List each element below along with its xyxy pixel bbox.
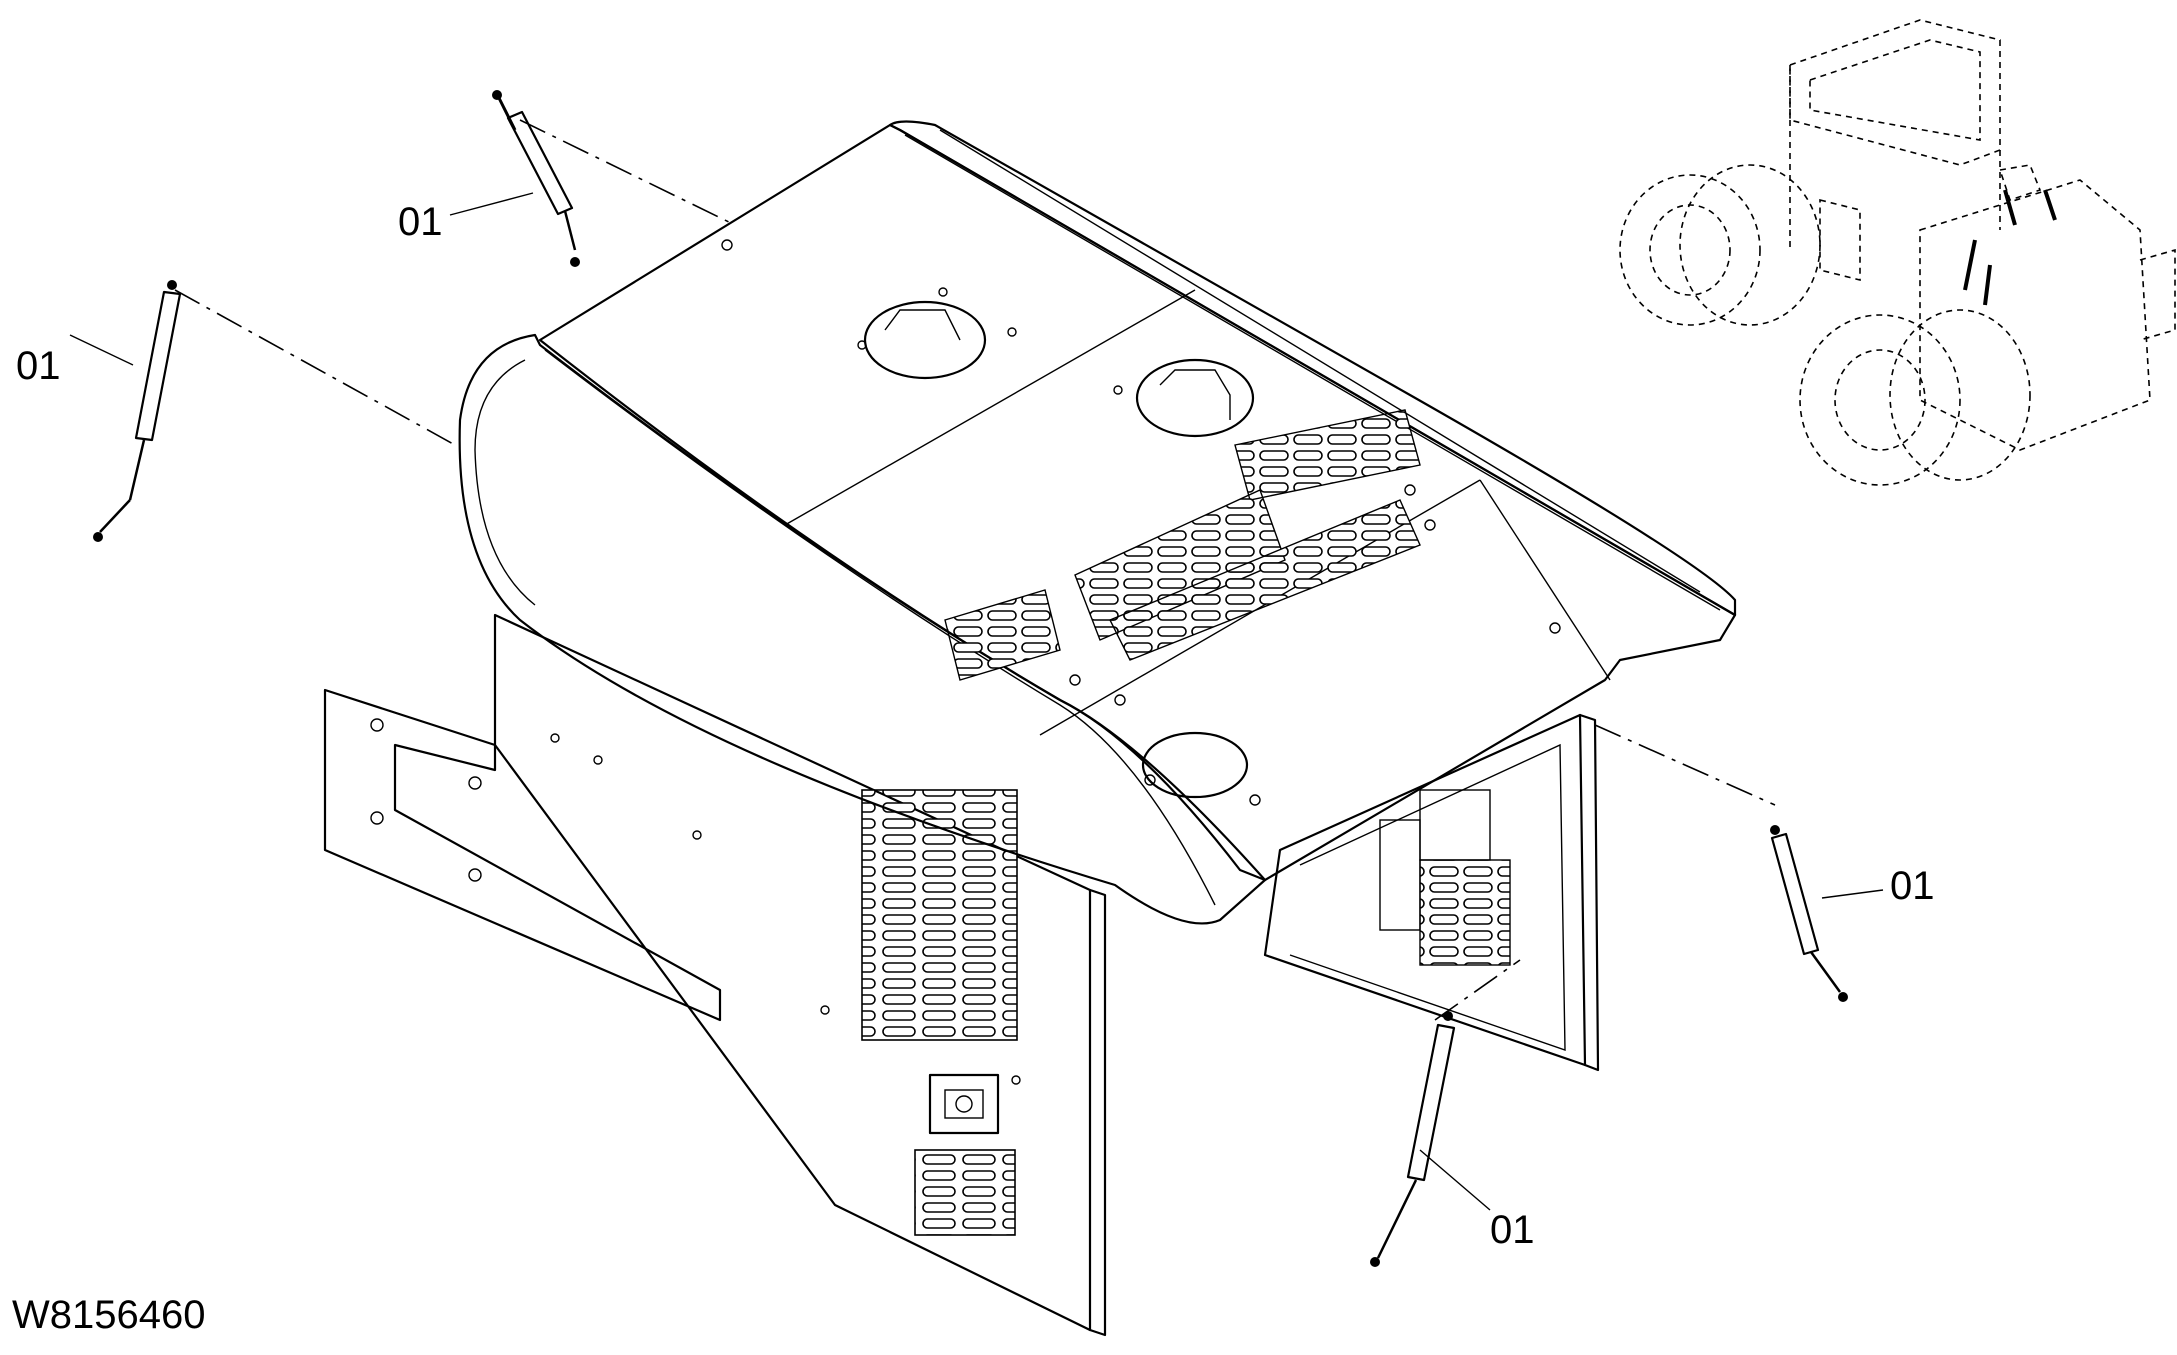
- gas-spring-strut-bottom: [1370, 1011, 1456, 1267]
- engine-hood-assembly: [458, 120, 1737, 925]
- callout-strut-right: 01: [1890, 864, 1935, 908]
- callout-strut-top: 01: [398, 200, 443, 244]
- assembly-leader-lines: [174, 119, 1776, 1021]
- mounting-bracket: [323, 688, 722, 1022]
- figure-id: W8156460: [12, 1293, 206, 1337]
- gas-spring-strut-left: [93, 280, 182, 542]
- side-panel: [493, 613, 1107, 1337]
- callout-leaders: [69, 192, 1884, 1211]
- callout-strut-bottom: 01: [1490, 1208, 1535, 1252]
- gas-spring-strut-top: [492, 90, 580, 267]
- hood-louvers: [944, 409, 1421, 681]
- machine-locator-view: [1619, 19, 2176, 486]
- callout-strut-left: 01: [16, 344, 61, 388]
- rear-door-panel: [1263, 713, 1600, 1072]
- gas-spring-strut-right: [1770, 825, 1848, 1002]
